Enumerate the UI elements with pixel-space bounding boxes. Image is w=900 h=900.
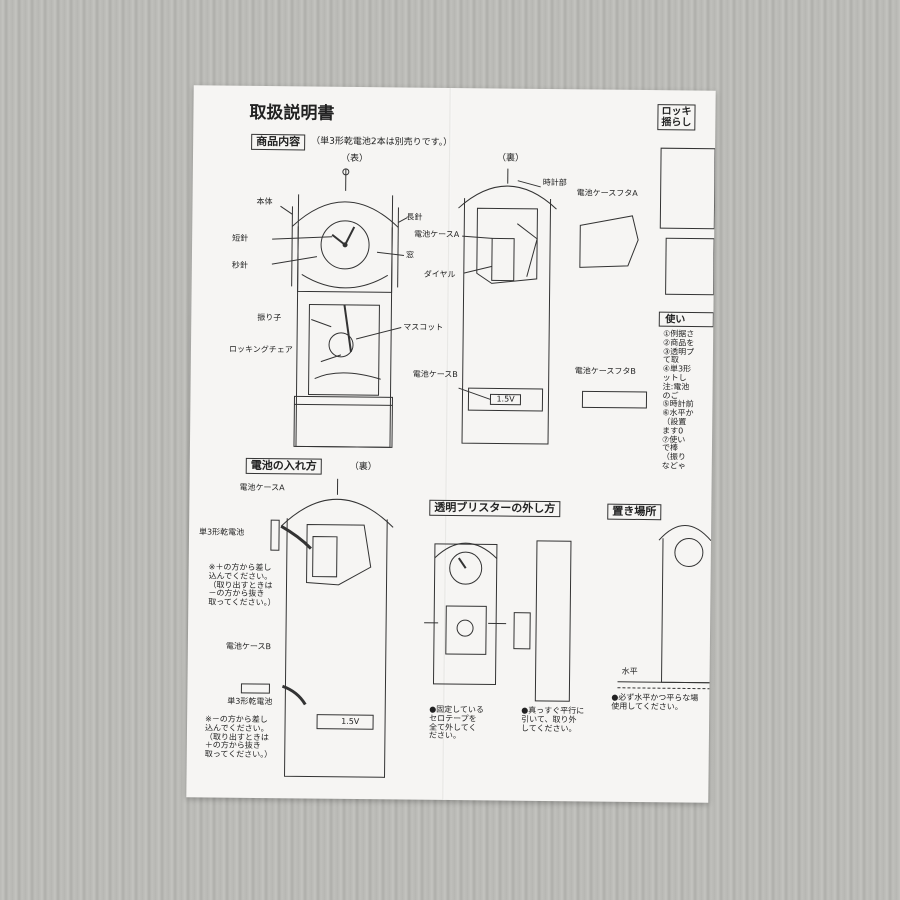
battery-a-note: ※＋の方から差し 込んでください。 （取り出すときは －の方から抜き 取ってくだ… <box>208 562 276 608</box>
blister-clock-drawing <box>424 542 507 685</box>
battery-heading: 電池の入れ方 <box>245 457 322 475</box>
rocking-section-drawing <box>659 147 716 296</box>
part-battery-case-b: 電池ケースB <box>412 369 458 380</box>
usage-heading: 使い <box>665 314 686 326</box>
part-minute-hand: 長針 <box>406 212 423 222</box>
front-label: （表） <box>340 153 369 165</box>
contents-note: （単3形乾電池2本は別売りです。） <box>311 136 453 148</box>
part-pendulum: 振り子 <box>257 312 282 323</box>
blister-step-1: ●固定している セロテープを 全て外してく ださい。 <box>428 704 485 741</box>
back-clock-drawing <box>458 168 557 445</box>
back-label: （裏） <box>496 153 525 164</box>
blister-heading: 透明ブリスターの外し方 <box>429 499 561 518</box>
cover-a-drawing <box>579 215 639 268</box>
part-hour-hand: 短針 <box>232 233 249 243</box>
page-title: 取扱説明書 <box>249 102 335 124</box>
battery-a-label: 単3形乾電池 <box>199 527 245 537</box>
line-drawings <box>240 147 716 778</box>
battery-back-label: （裏） <box>349 461 377 473</box>
front-clock-drawing <box>271 168 408 448</box>
part-mascot: マスコット <box>403 322 444 332</box>
battery-b-note: ※－の方から差し 込んでください。 （取り出すときは ＋の方から抜き 取ってくだ… <box>204 714 273 760</box>
part-battery-case-a: 電池ケースA <box>414 229 460 240</box>
placement-heading: 置き場所 <box>607 503 662 521</box>
part-dial: ダイヤル <box>423 269 456 280</box>
battery-section-clock-drawing <box>240 478 394 778</box>
blister-side-drawing <box>513 540 572 702</box>
cover-b-drawing <box>581 390 648 409</box>
part-clock-unit: 時計部 <box>542 177 567 188</box>
battery-voltage-label: 1.5V <box>496 394 515 404</box>
part-cover-b: 電池ケースフタB <box>574 366 636 376</box>
battery-b-label: 単3形乾電池 <box>227 696 273 707</box>
part-cover-a: 電池ケースフタA <box>576 188 638 198</box>
part-rocking-chair: ロッキングチェア <box>228 344 293 355</box>
placement-level-label: 水平 <box>621 666 638 676</box>
battery-case-a-label: 電池ケースA <box>239 482 285 493</box>
battery-b-voltage: 1.5V <box>341 716 360 727</box>
instruction-sheet: 取扱説明書 商品内容 （単3形乾電池2本は別売りです。） （表） （裏） 本体 … <box>186 85 716 803</box>
placement-note: ●必ず水平かつ平らな場 使用してください。 <box>611 692 699 712</box>
usage-heading-box <box>658 311 714 328</box>
placement-clock-drawing <box>617 525 712 690</box>
contents-heading: 商品内容 <box>251 133 306 151</box>
part-body: 本体 <box>256 196 273 207</box>
rocking-heading: ロッキ 揺らし <box>657 104 696 131</box>
part-window: 窓 <box>405 250 415 260</box>
battery-case-b-label: 電池ケースB <box>225 641 272 652</box>
blister-step-2: ●真っすぐ平行に 引いて、取り外 してください。 <box>520 705 585 733</box>
usage-list: ①例据さ ②商品を ③透明プ て取 ④単3形 ットし 注:電池 のご ⑤時計前 … <box>661 329 695 471</box>
part-second-hand: 秒針 <box>231 260 248 270</box>
